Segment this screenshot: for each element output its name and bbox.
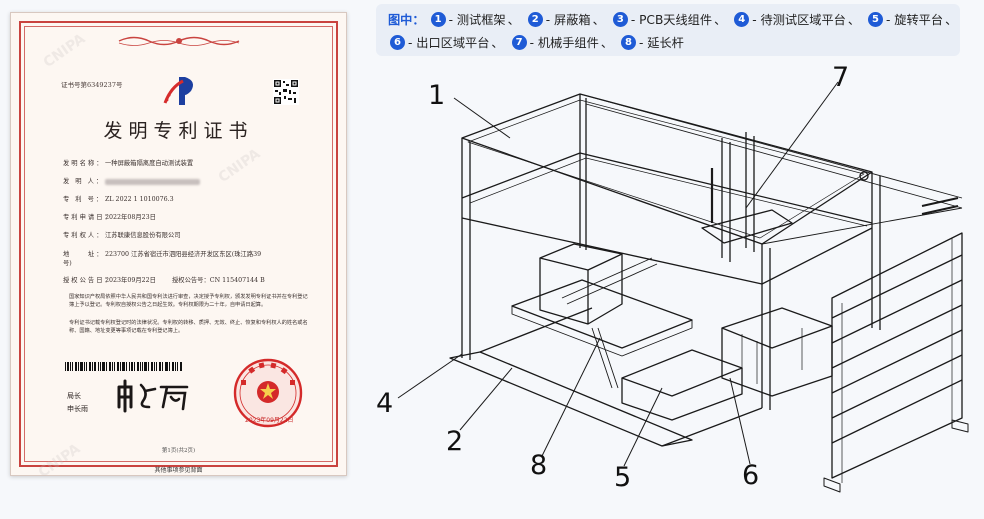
certificate-number: 证书号第6349237号 (61, 81, 123, 89)
signer-title: 局长 (67, 392, 81, 400)
part-label-8: 8 (530, 450, 548, 481)
legend-number-badge: 2 (527, 11, 543, 27)
part-label-2: 2 (446, 426, 464, 457)
page-number: 第1页(共2页) (161, 448, 196, 454)
legend-number-badge: 5 (868, 11, 884, 27)
legend-line-1: 图中： 1- 测试框架、 2- 屏蔽箱、 3- PCB天线组件、 4- 待测试区… (388, 10, 963, 28)
certificate-paragraph-1: 国家知识产权局依照中华人民共和国专利法进行审查，决定授予专利权，颁发发明专利证书… (69, 294, 308, 308)
part-label-1: 1 (428, 80, 446, 111)
official-red-seal-icon (233, 358, 303, 428)
patent-certificate: CNIPA CNIPA CNIPA 证书号第6349237号 发明专利证书 发明… (10, 12, 347, 481)
certificate-top-ornament (118, 36, 239, 46)
field-inventor: 发 明 人： (63, 176, 200, 185)
legend-heading: 图中： (388, 13, 425, 27)
part-label-6: 6 (742, 460, 760, 491)
barcode-icon (65, 362, 182, 371)
part-label-7: 7 (832, 62, 850, 93)
field-invention-name: 发明名称：一种屏蔽箱隔离度自动测试装置 (63, 160, 194, 167)
qr-code-icon (273, 79, 299, 105)
legend-number-badge: 8 (621, 34, 636, 50)
certificate-inner-border (24, 26, 333, 462)
legend-number-badge: 3 (612, 11, 628, 27)
legend-number-badge: 6 (390, 34, 405, 50)
legend-item-label: - 出口区域平台 (408, 36, 490, 50)
legend-number-badge: 4 (734, 11, 750, 27)
part-label-4: 4 (376, 388, 394, 419)
field-application-date: 专利申请日：2022年08月23日 (63, 214, 156, 221)
legend-item-label: - PCB天线组件 (630, 13, 713, 27)
test-apparatus-drawing (397, 81, 969, 493)
redacted-inventor (105, 178, 200, 185)
legend-item-label: - 旋转平台 (886, 13, 944, 27)
field-grant-date: 授权公告日：2023年09月22日 授权公告号：CN 115407144 B (63, 277, 265, 284)
patent-technical-drawing: 1 7 4 2 8 5 6 (362, 58, 984, 515)
certificate-outer-border (19, 21, 338, 467)
certificate-title: 发明专利证书 (103, 120, 254, 142)
legend-item-label: - 待测试区域平台 (752, 13, 846, 27)
certificate-footer: 其他事项参见背面 (154, 467, 203, 474)
signer-name: 申长雨 (67, 405, 88, 413)
cnipa-logo-icon (163, 77, 193, 105)
field-address: 地 址：223700 江苏省宿迁市泗阳县经济开发区东区(珠江路39号) (63, 251, 262, 267)
legend-number-badge: 1 (430, 11, 446, 27)
signature-icon (117, 379, 189, 413)
legend-line-2: 6- 出口区域平台、 7- 机械手组件、 8- 延长杆 (388, 33, 684, 51)
figure-legend: 图中： 1- 测试框架、 2- 屏蔽箱、 3- PCB天线组件、 4- 待测试区… (376, 4, 960, 56)
legend-number-badge: 7 (511, 34, 527, 50)
field-patent-number: 专 利 号：ZL 2022 1 1010076.3 (63, 196, 174, 203)
seal-date: 2023年09月22日 (245, 417, 294, 424)
legend-item-label: - 机械手组件 (529, 36, 599, 50)
part-label-5: 5 (614, 462, 632, 493)
field-patentee: 专利权人：江苏联康信息股份有限公司 (63, 232, 181, 239)
legend-item-label: - 测试框架 (448, 13, 506, 27)
certificate-paragraph-2: 专利证书记载专利权登记时的法律状况。专利权的转移、质押、无效、终止、恢复和专利权… (69, 320, 308, 334)
legend-item-label: - 延长杆 (639, 36, 684, 50)
legend-item-label: - 屏蔽箱 (545, 13, 591, 27)
